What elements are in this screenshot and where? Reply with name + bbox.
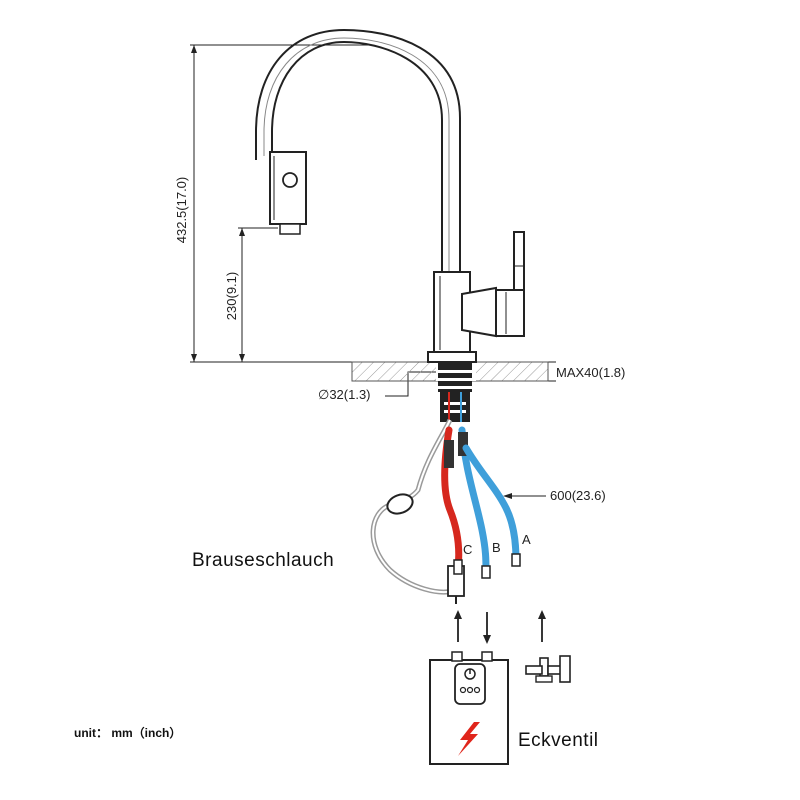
water-heater [429, 651, 509, 765]
unit-label: unit： mm（inch） [74, 725, 181, 740]
cold-water-hose-b [458, 426, 490, 576]
hose-label-c: C [463, 542, 472, 557]
flow-arrows [454, 610, 546, 644]
spray-button-icon [282, 172, 298, 188]
hose-label-b: B [492, 540, 501, 555]
dimension-lines [190, 44, 556, 499]
diameter-label: ∅32(1.3) [318, 387, 371, 402]
max-thickness-label: MAX40(1.8) [556, 365, 625, 380]
cold-water-hose-a [462, 444, 520, 564]
lightning-icon [458, 722, 480, 756]
hose-length-label: 600(23.6) [550, 488, 606, 503]
lever-handle-base [495, 289, 525, 337]
hose-label-a: A [522, 532, 531, 547]
faucet [255, 28, 525, 363]
hoses [370, 418, 521, 604]
angle-valve-label: Eckventil [518, 730, 599, 751]
lever-handle [513, 231, 525, 291]
shower-hose-label: Brauseschlauch [192, 550, 334, 571]
spray-head [269, 151, 307, 225]
mounting-shank [436, 362, 474, 422]
spout-height-label: 230(9.1) [224, 272, 239, 320]
faucet-spout [271, 40, 443, 272]
total-height-label: 432.5(17.0) [174, 177, 189, 244]
angle-valve [525, 655, 571, 683]
